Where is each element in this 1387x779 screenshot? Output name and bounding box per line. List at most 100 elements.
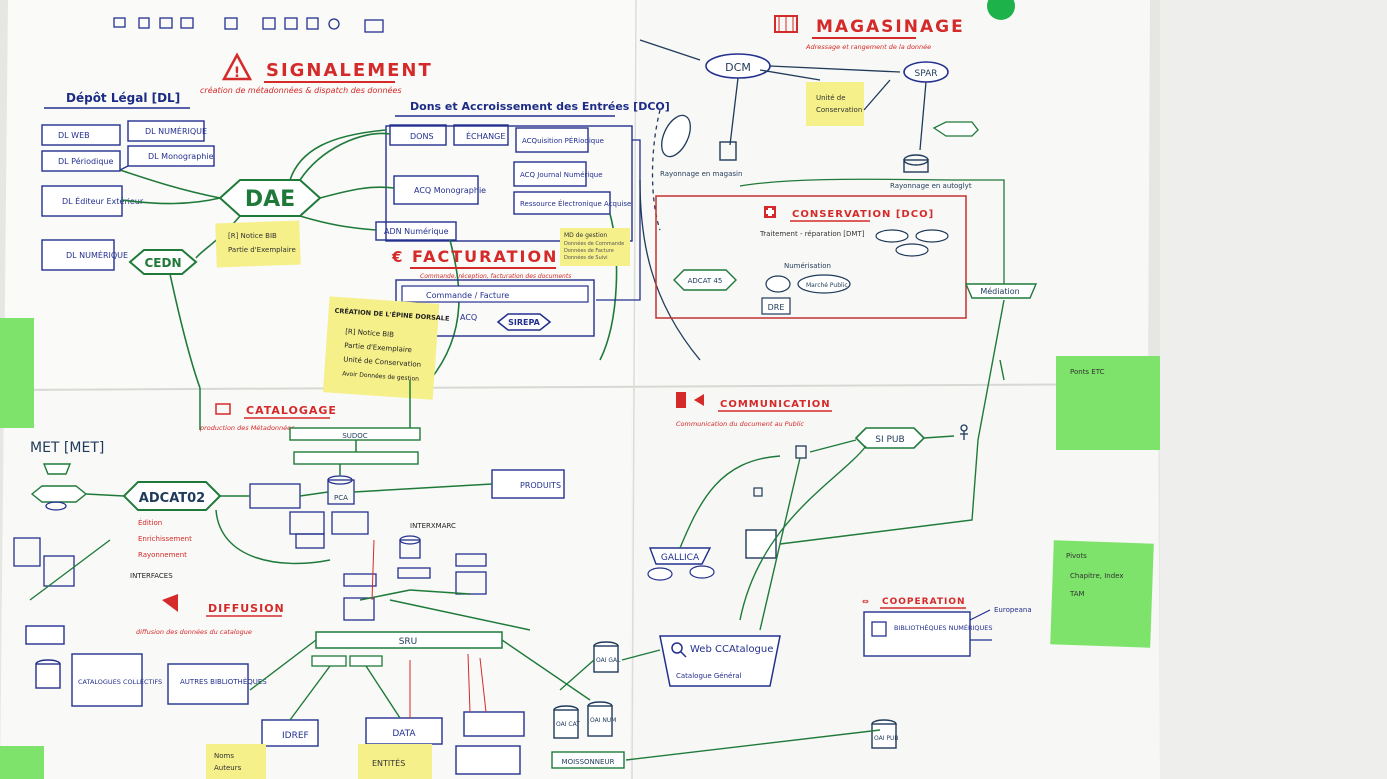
svg-text:Données de Commande: Données de Commande [564,240,624,247]
rayonnage-autoglyt-label: Rayonnage en autoglyt [890,182,972,190]
data-box [365,717,443,745]
edition-label: Édition [138,518,162,527]
warning-icon: ! [221,52,253,81]
rayonnage-magasin-label: Rayonnage en magasin [660,170,742,178]
svg-text:[R] Notice BIB: [R] Notice BIB [228,232,277,240]
web-cca-label: Web CCAtalogue [690,644,773,655]
sticky-bottom-left-text-1: Auteurs [214,764,242,772]
adcat45-label: ADCAT 45 [688,277,723,285]
sudoc-label: SUDOC [342,432,367,440]
idref-label: IDREF [282,731,309,741]
communication-title: COMMUNICATION [720,399,831,410]
adn-box [375,221,457,241]
dl-numerique-box [127,120,205,142]
traitement-reparation-label: Traitement - réparation [DMT] [759,230,865,238]
diffusion-title: DIFFUSION [208,602,285,615]
sirepa-label: SIREPA [508,318,540,327]
dae-label: DAE [245,187,295,212]
sticky-pivots-text-0: Pivots [1066,552,1087,560]
depot-legal-title: Dépôt Légal [DL] [66,91,180,105]
adcat45-node [673,269,737,291]
dl-editeur-label: DL Éditeur Extérieur [62,195,144,206]
dons-label: DONS [410,132,434,141]
dre-label: DRE [768,303,785,312]
dre-box [761,297,791,315]
magasinage-title: MAGASINAGE [816,17,965,37]
sirepa-node [496,313,552,331]
dcm-label: DCM [725,61,751,74]
ressource-electronique-box [513,191,611,215]
europeana-label: Europeana [994,606,1032,614]
autres-bibliotheques-box [167,663,249,705]
bib-numeriques-box [863,611,971,657]
svg-text:!: ! [234,65,240,81]
signalement-title: SIGNALEMENT [266,60,433,81]
cooperation-arrow-icon: ⇔ [862,597,869,606]
cedn-label: CEDN [144,256,181,270]
interfaces-label: INTERFACES [130,572,173,580]
building-icon [719,141,737,161]
communication-subtitle: Communication du document au Public [676,420,804,428]
echange-label: ÉCHANGE [466,130,505,141]
sticky-left-edge [0,318,34,428]
commande-facture-box [401,285,589,303]
sticky-bottom-left-text-0: Noms [214,752,234,760]
web-cca-node [659,635,781,687]
svg-text:Conservation: Conservation [816,106,862,114]
acq-monographie-box [393,175,479,205]
adcat02-label: ADCAT02 [139,491,205,506]
met-title: MET [MET] [30,440,104,456]
dl-numerique-2-label: DL NUMÉRIQUE [66,249,128,260]
sticky-unite: Unité de Conservation [806,82,864,126]
sudoc-bar [289,427,421,441]
svg-text:Données de Suivi: Données de Suivi [564,254,608,261]
catalogues-collectifs-label: CATALOGUES COLLECTIFS [78,678,162,686]
person-icon [960,424,968,440]
ressource-electronique-label: Ressource Électronique Acquise [520,199,631,208]
dl-periodique-box [41,150,121,172]
acq-periodique-label: ACQuisition PÉRiodique [522,136,604,145]
dl-web-label: DL WEB [58,131,90,140]
dl-numerique-2-box [41,239,115,271]
commande-facture-label: Commande / Facture [426,291,509,300]
catalogues-collectifs-box [71,653,143,707]
cedn-node [128,249,198,275]
dl-monographie-box [127,145,215,167]
dons-box [389,124,447,146]
idref-box [261,719,319,747]
rayonnement-label: Rayonnement [138,551,187,559]
svg-text:Données de Facture: Données de Facture [564,247,614,254]
dons-group-frame [385,125,633,242]
megaphone-icon [162,594,178,612]
sticky-bottom-mid-text: ENTITÉS [372,757,405,768]
oai-gal-label: OAI GAL [596,657,621,664]
svg-text:Partie d'Exemplaire: Partie d'Exemplaire [228,246,296,254]
svg-text:MD de gestion: MD de gestion [564,232,607,239]
sticky-notice-small: [R] Notice BIB Partie d'Exemplaire [215,220,301,268]
dl-editeur-box [41,185,123,217]
cooperation-title: COOPERATION [882,597,966,607]
oai-pub-label: OAI PUB [874,735,899,742]
produits-label: PRODUITS [520,481,561,490]
conservation-title: CONSERVATION [DCO] [792,209,934,220]
produits-box [491,469,565,499]
search-icon [671,642,683,654]
magnet-icon [987,0,1015,20]
icon-row [113,17,384,33]
sticky-pivots-text-1: Chapitre, Index [1070,572,1124,580]
svg-text:Unité de: Unité de [816,94,846,102]
mediation-label: Médiation [980,286,1019,296]
conservation-frame [655,195,967,319]
mediateur-node [932,121,979,137]
spar-label: SPAR [915,69,938,79]
moissonneur-label: MOISSONNEUR [562,758,615,766]
acq-monographie-label: ACQ Monographie [414,186,486,195]
sticky-bottom-left-edge [0,746,44,779]
dl-numerique-label: DL NUMÉRIQUE [145,125,207,136]
acq-numerique-box [513,161,587,187]
sticky-ponts-text: Ponts ETC [1070,368,1105,376]
catalogage-title: CATALOGAGE [246,404,337,417]
intermarc-label: INTERXMARC [410,522,456,530]
magasinage-subtitle: Adressage et rangement de la donnée [805,43,931,51]
